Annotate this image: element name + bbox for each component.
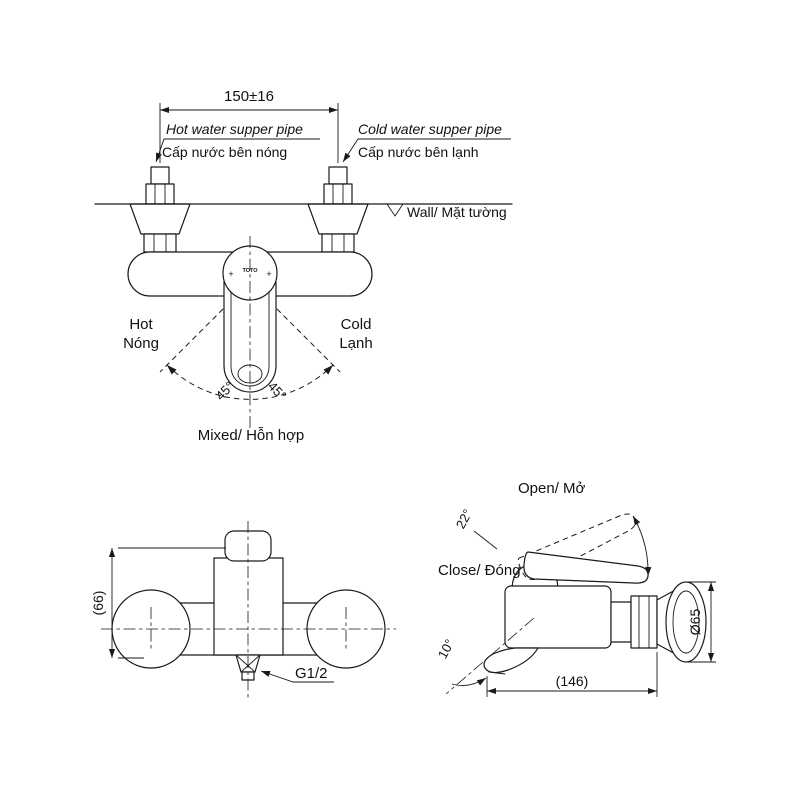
center-body: [213, 557, 284, 656]
hot-supply-pipe: [145, 166, 175, 205]
thread-label: G1/2: [295, 665, 328, 682]
cold-nipple: [328, 166, 348, 185]
cold-pipe-leader: [342, 138, 511, 163]
mixed-label: Mixed/ Hỗn hợp: [198, 427, 305, 444]
depth-dim-value: (146): [556, 673, 589, 689]
cold-hex: [323, 183, 353, 205]
cold-locknut-body: [321, 233, 355, 253]
wall-nut-facets: [638, 595, 650, 649]
brand-logo: TOTO: [242, 268, 258, 274]
height-dimension: (66): [90, 547, 226, 659]
wall-nut-body: [630, 595, 658, 649]
spout-angle-value: 10°: [435, 637, 457, 661]
depth-dimension: (146): [486, 652, 658, 697]
hot-pipe-leader: [155, 138, 320, 163]
spout-outlet: [488, 671, 506, 675]
wall-nut: [630, 595, 658, 649]
spout-angle-arc: [451, 677, 487, 686]
front-view: (66) G1/2: [90, 521, 396, 701]
hot-pipe-label-en: Hot water supper pipe: [166, 121, 303, 137]
spout-side: [483, 647, 539, 674]
outlet-detail: [235, 654, 261, 673]
hot-hex: [145, 183, 175, 205]
cold-locknut-facets: [331, 233, 345, 253]
cap-plus-left: +: [228, 269, 233, 279]
hot-label-vi: Nóng: [123, 335, 159, 352]
hot-locknut: [143, 233, 177, 253]
cold-label-en: Cold: [341, 316, 372, 333]
cold-supply-pipe: [323, 166, 353, 205]
hot-hex-facets: [154, 183, 166, 205]
width-dim-value: 150±16: [224, 88, 274, 105]
open-angle-arc: [632, 515, 652, 577]
flange-dim-value: Ø65: [687, 609, 703, 636]
cold-flange: [307, 203, 369, 235]
cold-hex-facets: [332, 183, 344, 205]
spout-axis: [445, 617, 535, 695]
cold-label-vi: Lạnh: [339, 335, 372, 352]
thread-leader: [260, 670, 334, 683]
front-center-lines: [101, 521, 396, 701]
cold-locknut: [321, 233, 355, 253]
open-angle-leader: [473, 530, 498, 550]
escutcheon-inner: [672, 590, 700, 654]
lever-closed: [523, 551, 649, 584]
hot-flange: [129, 203, 191, 235]
wall-label: Wall/ Mặt tường: [407, 204, 507, 220]
cold-pipe-label-en: Cold water supper pipe: [358, 121, 502, 137]
open-angle-value: 22°: [453, 507, 475, 531]
hot-nipple: [150, 166, 170, 185]
height-dim-value: (66): [90, 591, 106, 616]
body-side: [504, 585, 612, 649]
cold-pipe-label-vi: Cấp nước bên lạnh: [358, 144, 479, 160]
thread-callout: G1/2: [260, 665, 334, 683]
cold-pipe-callout: Cold water supper pipe Cấp nước bên lạnh: [342, 121, 511, 163]
hot-label-en: Hot: [129, 316, 153, 333]
open-label: Open/ Mở: [518, 480, 586, 497]
hot-locknut-body: [143, 233, 177, 253]
flange-dimension: Ø65: [686, 581, 716, 663]
hot-pipe-callout: Hot water supper pipe Cấp nước bên nóng: [155, 121, 320, 163]
close-label: Close/ Đóng: [438, 562, 521, 579]
lever-open: [517, 513, 636, 581]
hot-locknut-facets: [153, 233, 167, 253]
side-view: (146) Ø65 Open/ Mở 22° Close/ Đóng 10°: [435, 480, 716, 697]
installation-view: Wall/ Mặt tường + + TOTO 150±16 Hot wate…: [94, 88, 513, 444]
hot-pipe-label-vi: Cấp nước bên nóng: [162, 144, 287, 160]
wall-hatch-icon: [386, 203, 404, 217]
height-ext-lines: [118, 547, 226, 659]
cap-plus-right: +: [266, 269, 271, 279]
eccentric-neck: [610, 601, 632, 643]
